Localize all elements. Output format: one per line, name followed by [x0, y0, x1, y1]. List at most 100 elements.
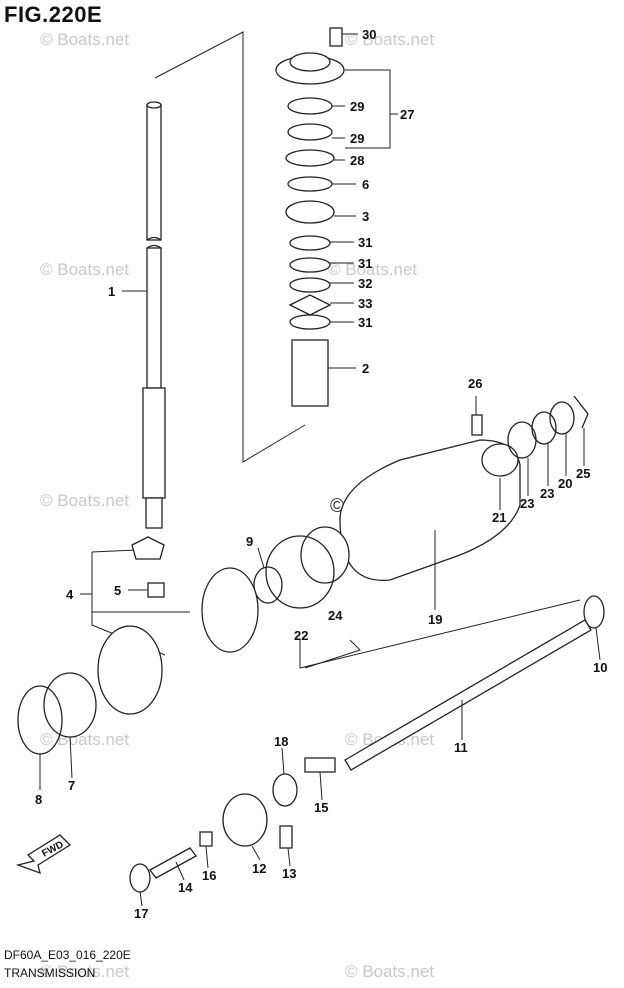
- shaft-upper-section: [146, 104, 162, 241]
- shim-9: [253, 566, 283, 604]
- watermark: © Boats.net: [328, 260, 417, 279]
- bearing-group-line: [304, 639, 361, 669]
- shaft-middle-section: [146, 247, 162, 389]
- seal-29-upper: [287, 97, 333, 115]
- shim-6: [287, 176, 333, 192]
- washer-10: [583, 595, 605, 629]
- callout-2: 2: [362, 361, 369, 376]
- bearing-24: [300, 526, 350, 584]
- o-ring-28: [285, 149, 335, 167]
- washer-33: [288, 294, 332, 316]
- callout-8: 8: [35, 792, 42, 807]
- forward-direction-arrow: FWD: [15, 834, 72, 875]
- callout-6: 6: [362, 177, 369, 192]
- callout-30: 30: [362, 27, 376, 42]
- callout-21: 21: [492, 510, 506, 525]
- callout-5: 5: [114, 583, 121, 598]
- spring-2: [291, 339, 329, 407]
- bolt-26: [471, 414, 483, 436]
- nut-5: [147, 582, 165, 598]
- shim-22: [265, 535, 335, 609]
- callout-3: 3: [362, 209, 369, 224]
- leader-9: [257, 547, 265, 569]
- leader-14: [175, 861, 185, 881]
- bearing-case-19: [339, 439, 521, 581]
- leader-15: [319, 771, 323, 801]
- bearing-21: [481, 443, 519, 477]
- callout-29a: 29: [350, 99, 364, 114]
- callout-26: 26: [468, 376, 482, 391]
- callout-13: 13: [282, 866, 296, 881]
- callout-31c: 31: [358, 315, 372, 330]
- clutch-parts: [129, 757, 336, 893]
- leader-13: [287, 847, 291, 867]
- bolt-30: [329, 27, 343, 47]
- clutch-dog-12: [222, 793, 268, 847]
- upper-parts-stack: [275, 27, 345, 407]
- spring-15: [304, 757, 336, 773]
- callout-27: 27: [400, 107, 414, 122]
- callout-20: 20: [558, 476, 572, 491]
- housing-boss: [289, 52, 331, 72]
- shaft-group-bracket: [154, 31, 306, 463]
- bracket-27: [345, 69, 391, 149]
- leader-12: [251, 845, 261, 861]
- gear-group: [17, 536, 259, 755]
- callout-31a: 31: [358, 235, 372, 250]
- shaft-top-end: [146, 101, 162, 109]
- callout-7: 7: [68, 778, 75, 793]
- watermark: © Boats.net: [345, 30, 434, 49]
- washer-31-c: [289, 314, 331, 330]
- callout-labels: 1 2 3 4 5 6 7 8 9 10 11 12 13 14 15 16 1…: [35, 27, 607, 921]
- callout-24: 24: [328, 608, 343, 623]
- drive-shaft: [142, 101, 166, 529]
- watermark: © Boats.net: [40, 30, 129, 49]
- bearing-group-bracket: [299, 599, 581, 669]
- leader-10: [595, 627, 601, 661]
- watermark: © Boats.net: [40, 491, 129, 510]
- callout-19: 19: [428, 612, 442, 627]
- bearing-3: [285, 200, 335, 224]
- callout-12: 12: [252, 861, 266, 876]
- callout-33: 33: [358, 296, 372, 311]
- callout-29b: 29: [350, 131, 364, 146]
- ring-17: [129, 863, 151, 893]
- forward-gear: [201, 567, 259, 653]
- ring-18: [272, 773, 298, 807]
- callout-10: 10: [593, 660, 607, 675]
- callout-28: 28: [350, 153, 364, 168]
- leader-16: [205, 845, 209, 869]
- callout-23a: 23: [520, 496, 534, 511]
- push-rod-14: [149, 847, 197, 879]
- gear-group-top-line: [91, 549, 139, 553]
- fwd-label: FWD: [40, 839, 65, 859]
- callout-31b: 31: [358, 256, 372, 271]
- callout-23b: 23: [540, 486, 554, 501]
- callout-22: 22: [294, 628, 308, 643]
- callout-16: 16: [202, 868, 216, 883]
- callout-15: 15: [314, 800, 328, 815]
- reverse-gear: [97, 625, 163, 715]
- washer-31-b: [289, 257, 331, 273]
- pinion-gear: [131, 536, 165, 560]
- bearing-23-b: [531, 411, 557, 445]
- shaft-spline-end: [145, 497, 163, 529]
- callout-25: 25: [576, 466, 590, 481]
- propeller-shaft: [344, 595, 605, 771]
- ring-20: [549, 401, 575, 435]
- shaft-break-top: [146, 236, 162, 241]
- callout-4: 4: [66, 587, 74, 602]
- bearing-case-group: [253, 395, 589, 609]
- leader-7: [69, 736, 73, 779]
- watermark: © Boats.net: [345, 962, 434, 981]
- prop-shaft-11: [344, 619, 592, 771]
- callout-32: 32: [358, 276, 372, 291]
- watermark: © Boats.net: [40, 260, 129, 279]
- pin-13: [279, 825, 293, 849]
- shaft-lower-section: [142, 387, 166, 499]
- fwd-arrow-icon: [15, 834, 72, 875]
- callout-11: 11: [454, 740, 468, 755]
- figure-title: FIG.220E: [4, 2, 103, 27]
